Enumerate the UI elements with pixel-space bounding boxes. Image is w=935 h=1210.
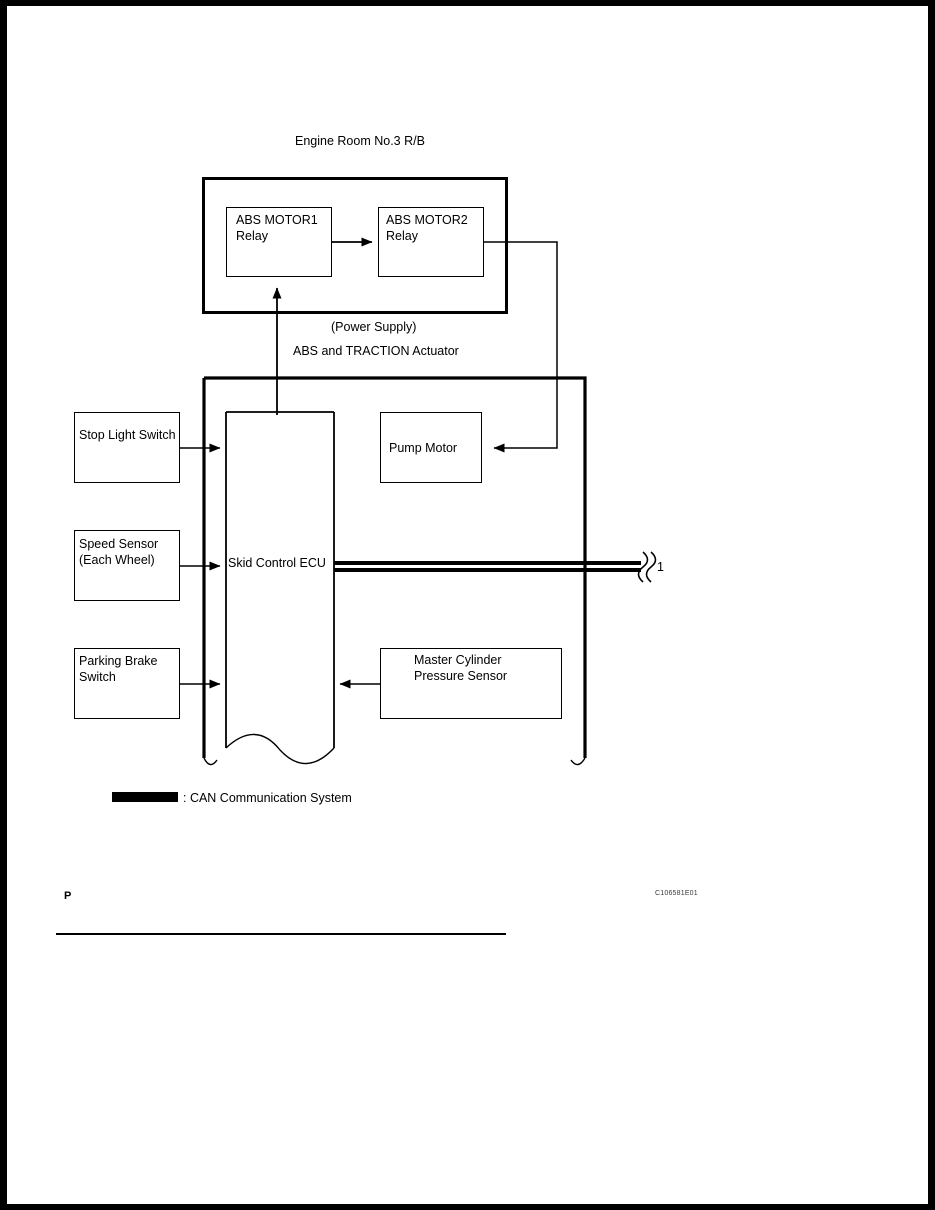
pump-motor-label: Pump Motor xyxy=(389,441,458,455)
pump-motor-box xyxy=(380,412,482,483)
parking-brake-switch-label-line2: Switch xyxy=(79,670,116,684)
abs-motor1-relay-label-line1: ABS MOTOR1 xyxy=(236,213,318,227)
master-cylinder-pressure-sensor-label-line2: Pressure Sensor xyxy=(414,669,508,683)
abs-motor2-relay-label-line2: Relay xyxy=(386,229,418,243)
page-frame-right xyxy=(928,0,935,1210)
page-frame-left xyxy=(0,0,7,1210)
legend-text: : CAN Communication System xyxy=(183,791,352,805)
footer-rule xyxy=(56,933,506,935)
actuator-right-torn-edge xyxy=(570,757,586,766)
wire-relay2-to-pump-motor xyxy=(484,241,558,453)
page-frame-top xyxy=(0,0,935,6)
can-bus-break-symbol-1 xyxy=(637,551,649,583)
abs-motor2-relay-label-line1: ABS MOTOR2 xyxy=(386,213,468,227)
parking-brake-switch-label-line1: Parking Brake xyxy=(79,654,158,668)
abs-traction-actuator-label: ABS and TRACTION Actuator xyxy=(293,344,459,358)
can-bus-swatch-icon xyxy=(112,792,178,802)
master-cylinder-pressure-sensor-label-line1: Master Cylinder xyxy=(414,653,502,667)
skid-control-ecu-torn-bottom xyxy=(225,733,335,765)
actuator-left-torn-edge xyxy=(203,757,218,766)
abs-motor2-relay-box xyxy=(378,207,484,277)
page-mark: P xyxy=(64,890,72,902)
speed-sensor-label-line2: (Each Wheel) xyxy=(79,553,155,567)
can-bus-break-symbol-2 xyxy=(645,551,657,583)
parking-brake-switch-box xyxy=(74,648,180,719)
speed-sensor-label-line1: Speed Sensor xyxy=(79,537,159,551)
abs-motor1-relay-label-line2: Relay xyxy=(236,229,268,243)
power-supply-label: (Power Supply) xyxy=(331,320,417,334)
can-bus-reference-number: 1 xyxy=(657,560,664,574)
actuator-enclosure-right xyxy=(204,376,587,758)
diagram-title: Engine Room No.3 R/B xyxy=(295,134,425,148)
page-frame-bottom xyxy=(0,1204,935,1210)
stop-light-switch-box xyxy=(74,412,180,483)
master-cylinder-pressure-sensor-box xyxy=(380,648,562,719)
figure-code: C106581E01 xyxy=(655,890,698,897)
abs-motor1-relay-box xyxy=(226,207,332,277)
skid-control-ecu-label: Skid Control ECU xyxy=(228,556,326,570)
speed-sensor-box xyxy=(74,530,180,601)
stop-light-switch-label: Stop Light Switch xyxy=(79,428,176,442)
